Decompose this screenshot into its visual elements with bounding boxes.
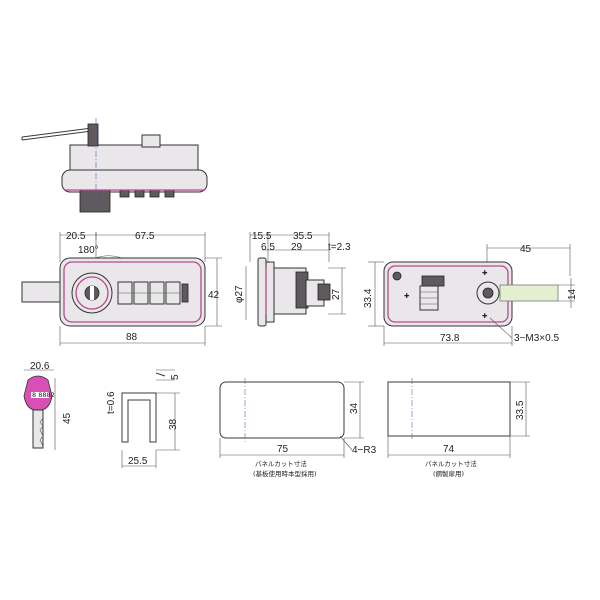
dim-front-height: 42 (208, 290, 220, 301)
side-view: 15.5 35.5 6.5 29 t=2.3 φ27 27 (234, 231, 351, 327)
cut2-title: パネルカット寸法 (425, 459, 477, 468)
dim-back-right: 14 (567, 288, 578, 300)
dim-bracket-height: 38 (168, 418, 179, 430)
dim-side-thickness: t=2.3 (328, 242, 351, 253)
dim-cut1-height: 34 (349, 402, 360, 414)
back-view: 45 ✚ ✚ ✚ 33.4 14 73.8 3−M3×0.5 (363, 244, 578, 346)
dim-front-width: 88 (126, 332, 138, 343)
dim-back-screws: 3−M3×0.5 (514, 333, 559, 344)
key-view: 20.6 8 8882 45 (23, 361, 73, 450)
dim-cut2-height: 33.5 (515, 400, 526, 420)
dim-front-top: 67.5 (135, 231, 155, 242)
bracket-view: t=0.6 5 38 25.5 (106, 369, 181, 468)
dim-cut1-width: 75 (277, 444, 289, 455)
dim-bracket-thickness: t=0.6 (106, 391, 117, 414)
cut1-subtitle: (基板使用時本型採用) (253, 469, 317, 478)
dim-side-mid-a: 6.5 (261, 242, 275, 253)
front-view: 20.5 67.5 180° 42 88 (21, 231, 222, 346)
dim-side-top-a: 15.5 (252, 231, 272, 242)
cut1-title: パネルカット寸法 (255, 459, 307, 468)
dim-cut2-width: 74 (443, 444, 455, 455)
dim-front-angle: 180° (78, 245, 99, 256)
dim-key-width: 20.6 (30, 361, 50, 372)
svg-text:✚: ✚ (482, 312, 488, 320)
dim-key-height: 45 (62, 412, 73, 424)
dim-bracket-top: 5 (170, 374, 181, 380)
dim-side-top-b: 35.5 (293, 231, 313, 242)
svg-text:✚: ✚ (404, 292, 410, 300)
dim-side-height: 27 (331, 288, 342, 300)
cut2-subtitle: (鋼製扉用) (433, 469, 464, 478)
dim-back-top: 45 (520, 244, 532, 255)
key-label: 8 8882 (32, 391, 55, 399)
dim-cut1-radius: 4−R3 (352, 445, 377, 456)
svg-text:✚: ✚ (482, 269, 488, 277)
dim-front-left: 20.5 (66, 231, 86, 242)
dim-side-diameter: φ27 (234, 285, 245, 303)
dim-bracket-width: 25.5 (128, 456, 148, 467)
dim-back-height: 33.4 (363, 288, 374, 308)
dim-back-width: 73.8 (440, 333, 460, 344)
top-view (21, 118, 208, 214)
dim-side-mid-b: 29 (291, 242, 303, 253)
panel-cut-2: 33.5 74 パネルカット寸法 (鋼製扉用) (387, 378, 530, 478)
panel-cut-1: 34 75 4−R3 パネルカット寸法 (基板使用時本型採用) (219, 378, 377, 478)
